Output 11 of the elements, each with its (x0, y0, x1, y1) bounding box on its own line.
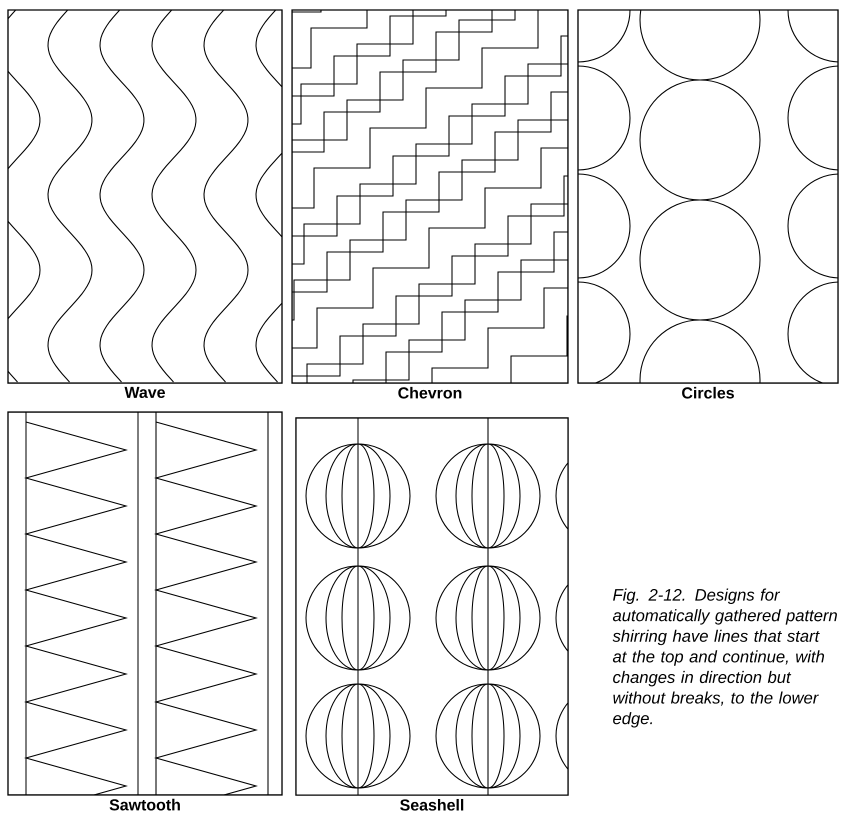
pattern-panel: Seashell (295, 417, 569, 811)
pattern-panel: Wave (7, 9, 283, 398)
node-label: Circles (682, 386, 734, 399)
node-label: Sawtooth (110, 798, 180, 810)
node-label: Seashell (400, 798, 464, 811)
pattern-panel: Sawtooth (7, 411, 283, 810)
node-label: Chevron (398, 386, 462, 399)
figure-caption: Fig. 2-12. Designs for automatically gathered pattern shirring have lines that start at the top and continue, with changes in direction but without breaks, to the lower edge. (612, 588, 837, 728)
pattern-panel: Chevron (291, 9, 569, 399)
pattern-panel: Circles (577, 9, 839, 399)
node-label: Wave (124, 386, 165, 398)
